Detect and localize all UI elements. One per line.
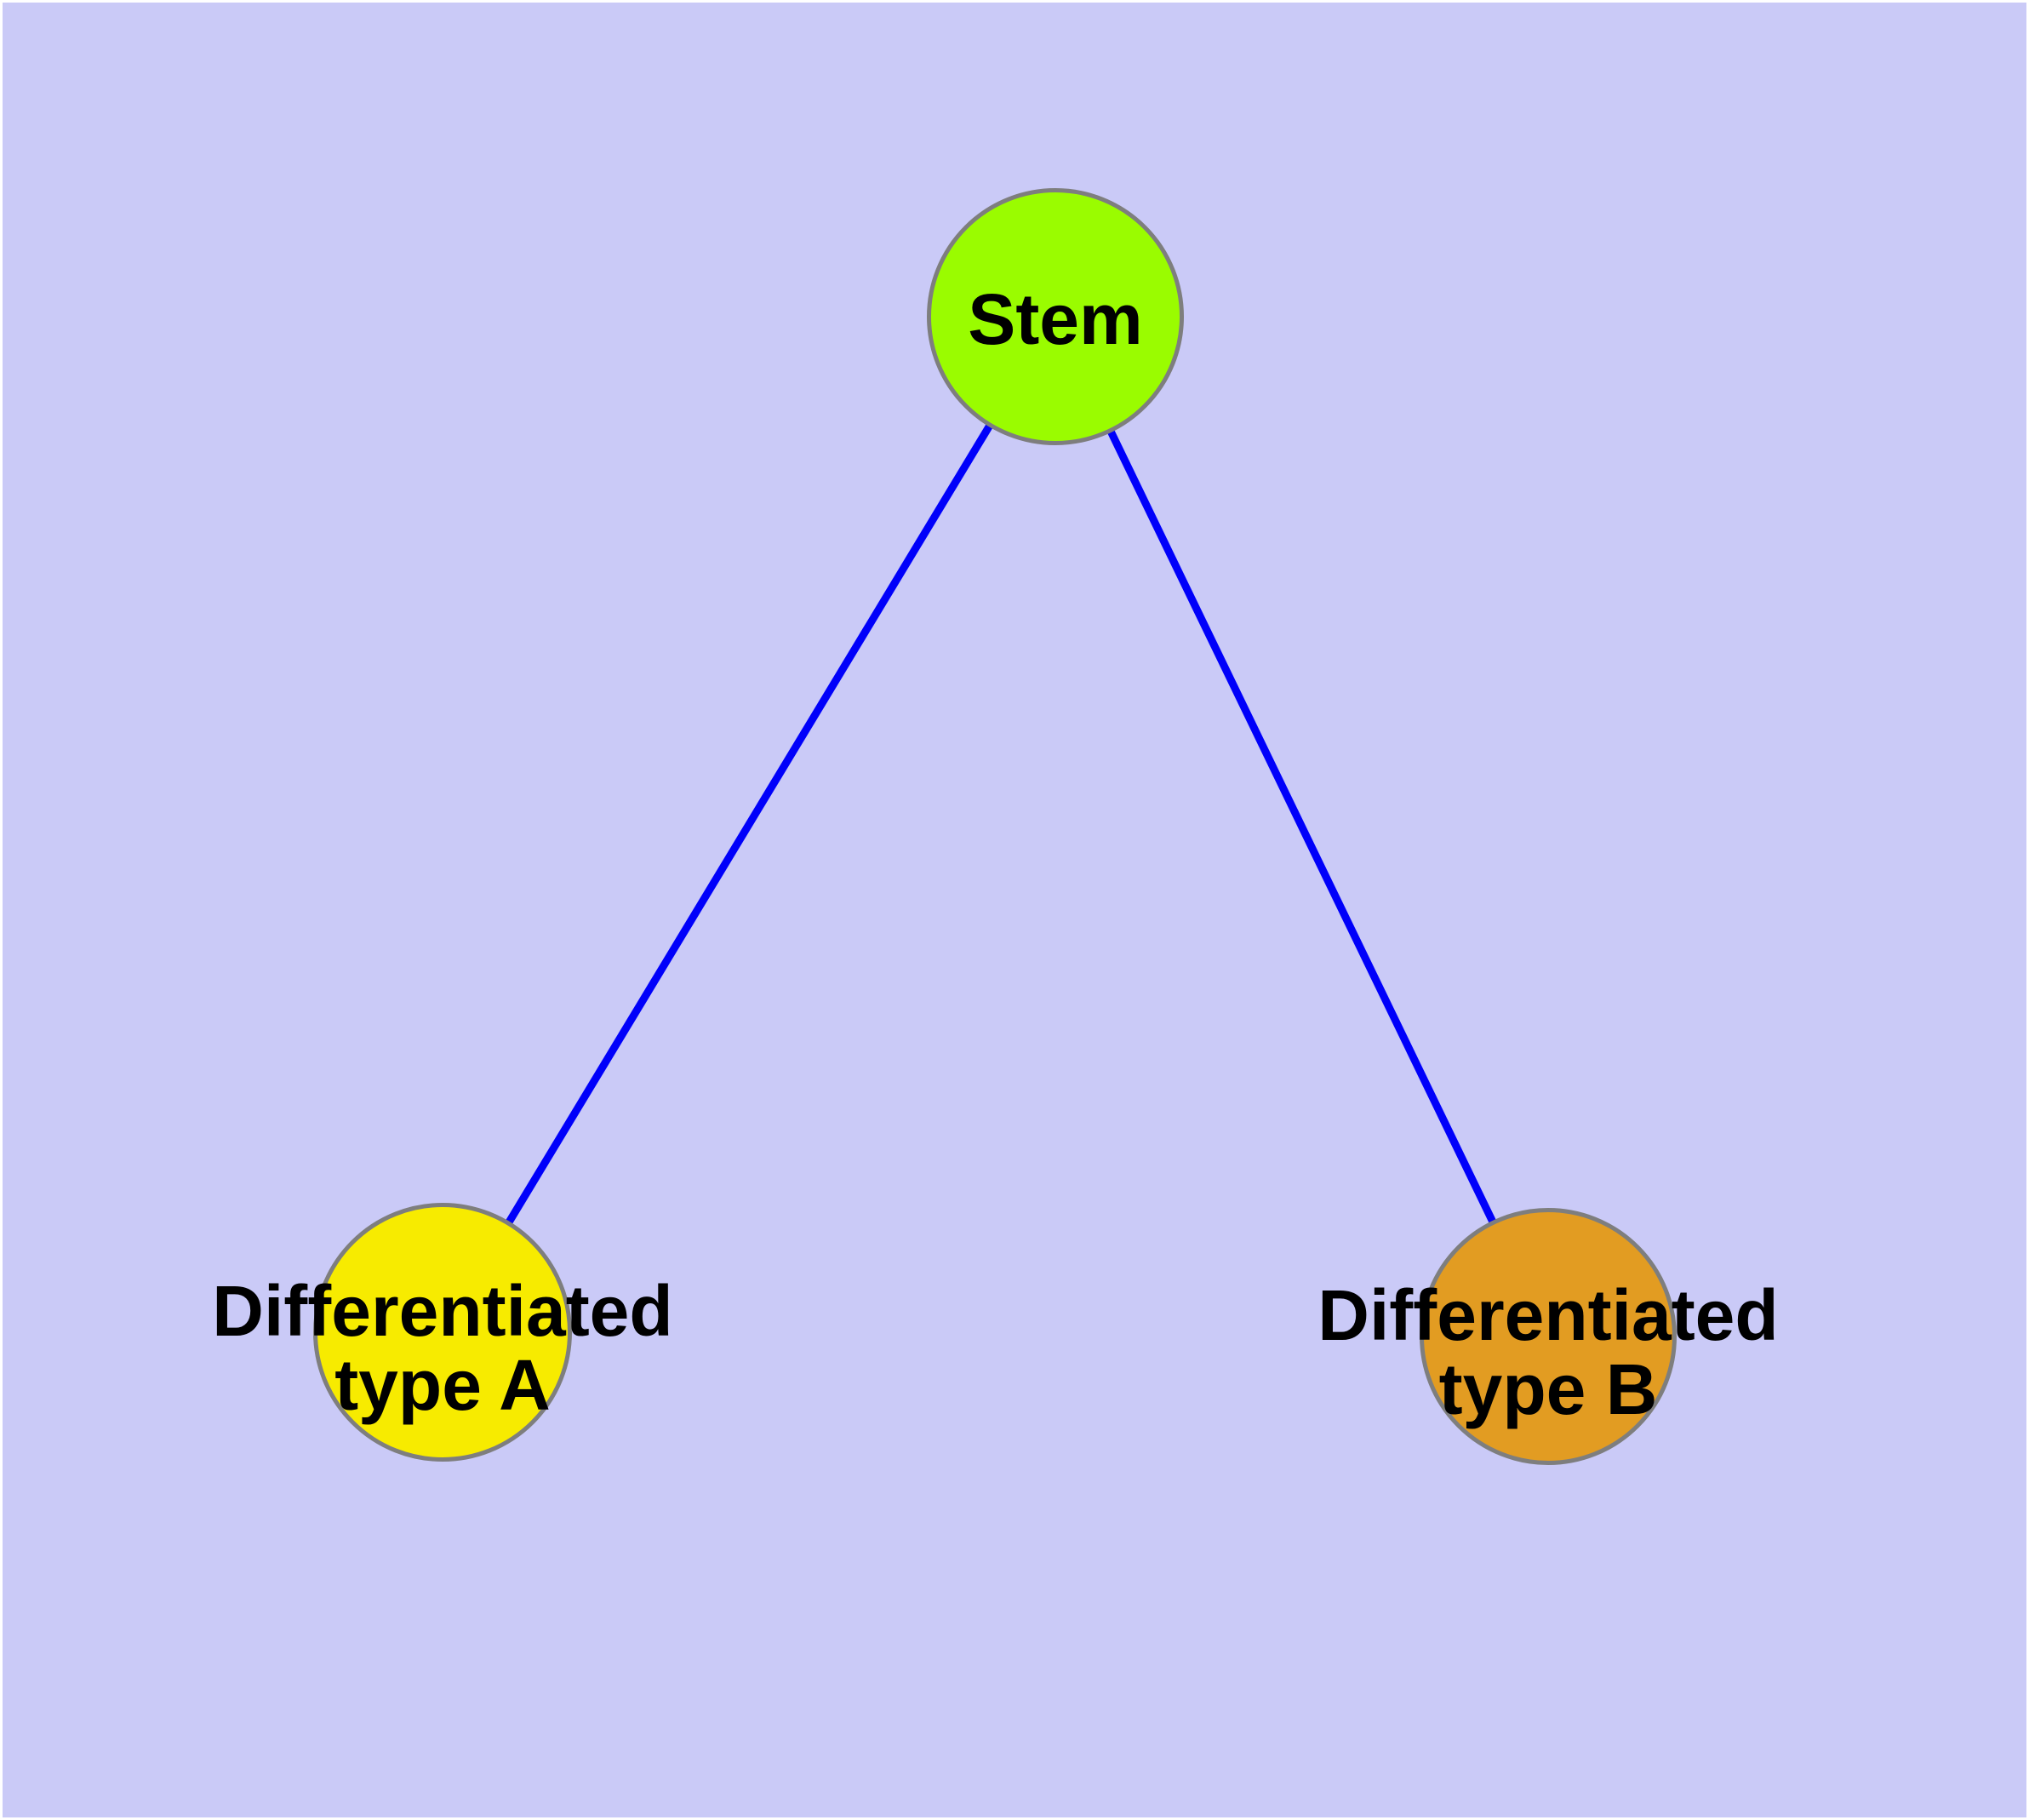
node-stem: Stem — [927, 188, 1184, 445]
label-line-1: Differentiated — [212, 1270, 673, 1351]
label-line-2: type B — [1438, 1349, 1658, 1429]
node-differentiated-type-a-label: Differentiated type A — [212, 1270, 673, 1425]
label-line-1: Differentiated — [1317, 1274, 1779, 1355]
node-differentiated-type-b-label: Differentiated type B — [1317, 1274, 1779, 1429]
node-differentiated-type-a: Differentiated type A — [212, 1203, 673, 1462]
node-stem-label: Stem — [968, 279, 1143, 360]
label-line-2: type A — [334, 1345, 551, 1425]
node-differentiated-type-b: Differentiated type B — [1317, 1208, 1779, 1465]
